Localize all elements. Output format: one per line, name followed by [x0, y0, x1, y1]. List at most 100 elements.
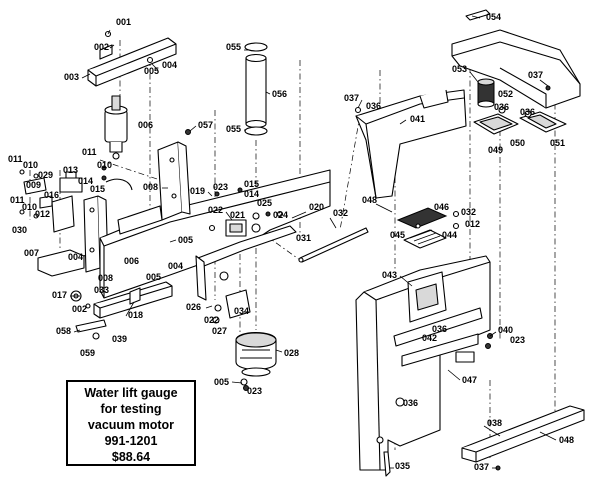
part-label-008: 008 [143, 182, 158, 192]
float-switch-assembly [19, 165, 133, 233]
part-label-054: 054 [486, 12, 501, 22]
part-label-050: 050 [510, 138, 525, 148]
note-line: 991-1201 [104, 434, 158, 448]
part-label-005: 005 [214, 377, 229, 387]
part-label-021: 021 [230, 210, 245, 220]
part-label-046: 046 [434, 202, 449, 212]
part-label-007: 007 [24, 248, 39, 258]
part-label-015: 015 [90, 184, 105, 194]
base-plate-038 [461, 405, 585, 471]
part-label-004: 004 [168, 261, 183, 271]
part-label-024: 024 [273, 210, 288, 220]
note-line: vacuum motor [87, 418, 175, 432]
part-label-029: 029 [38, 170, 53, 180]
filter-screen-046 [396, 207, 460, 249]
part-label-027: 027 [212, 326, 227, 336]
note-line: for testing [100, 402, 162, 416]
rod-031 [298, 227, 369, 263]
part-label-052: 052 [498, 89, 513, 99]
part-label-057: 057 [198, 120, 213, 130]
part-label-003: 003 [64, 72, 79, 82]
note-line: $88.64 [111, 450, 151, 464]
part-label-038: 038 [487, 418, 502, 428]
main-housing-047 [355, 255, 493, 471]
part-label-008: 008 [98, 273, 113, 283]
part-label-005: 005 [144, 66, 159, 76]
part-label-030: 030 [12, 225, 27, 235]
water-lift-gauge-note: Water lift gauge for testing vacuum moto… [66, 380, 196, 466]
part-label-022: 022 [204, 315, 219, 325]
part-label-004: 004 [68, 252, 83, 262]
part-label-022: 022 [208, 205, 223, 215]
part-label-047: 047 [462, 375, 477, 385]
part-label-049: 049 [488, 145, 503, 155]
part-label-014: 014 [78, 176, 93, 186]
part-label-048: 048 [559, 435, 574, 445]
part-label-023: 023 [510, 335, 525, 345]
part-label-037: 037 [474, 462, 489, 472]
motor-cap-052 [477, 78, 495, 108]
part-label-056: 056 [272, 89, 287, 99]
part-label-023: 023 [247, 386, 262, 396]
part-label-010: 010 [97, 160, 112, 170]
part-label-048: 048 [362, 195, 377, 205]
part-label-010: 010 [23, 160, 38, 170]
part-label-010: 010 [22, 202, 37, 212]
part-label-017: 017 [52, 290, 67, 300]
part-label-011: 011 [82, 147, 97, 157]
part-label-036: 036 [494, 102, 509, 112]
part-label-036: 036 [366, 101, 381, 111]
part-label-013: 013 [63, 165, 78, 175]
vacuum-motor-028 [212, 289, 277, 391]
part-label-025: 025 [257, 198, 272, 208]
part-label-040: 040 [498, 325, 513, 335]
part-label-016: 016 [44, 190, 59, 200]
main-frame-019 [99, 141, 331, 301]
part-label-041: 041 [410, 114, 425, 124]
part-label-031: 031 [296, 233, 311, 243]
part-label-018: 018 [128, 310, 143, 320]
part-label-015: 015 [244, 179, 259, 189]
part-label-002: 002 [94, 42, 109, 52]
top-lid-053 [451, 9, 581, 109]
note-line: Water lift gauge [84, 386, 178, 400]
part-label-043: 043 [382, 270, 397, 280]
part-label-014: 014 [244, 189, 259, 199]
latch-035 [383, 451, 391, 477]
part-label-005: 005 [146, 272, 161, 282]
part-label-011: 011 [8, 154, 23, 164]
part-label-012: 012 [465, 219, 480, 229]
part-label-058: 058 [56, 326, 71, 336]
part-label-004: 004 [162, 60, 177, 70]
part-label-044: 044 [442, 230, 457, 240]
part-label-042: 042 [422, 333, 437, 343]
part-label-037: 037 [344, 93, 359, 103]
relay-bracket-021 [214, 187, 271, 237]
part-label-006: 006 [124, 256, 139, 266]
part-label-033: 033 [94, 285, 109, 295]
back-panel-041 [354, 89, 467, 199]
part-label-002: 002 [72, 304, 87, 314]
part-label-036: 036 [403, 398, 418, 408]
part-label-035: 035 [395, 461, 410, 471]
part-label-037: 037 [528, 70, 543, 80]
top-bracket-003 [87, 30, 177, 87]
part-label-023: 023 [213, 182, 228, 192]
part-label-005: 005 [178, 235, 193, 245]
leader-lines [70, 15, 557, 469]
hose-056 [185, 42, 268, 136]
lower-rail-018 [70, 281, 173, 340]
part-label-051: 051 [550, 138, 565, 148]
part-label-036: 036 [520, 107, 535, 117]
part-label-028: 028 [284, 348, 299, 358]
part-label-006: 006 [138, 120, 153, 130]
part-label-034: 034 [234, 306, 249, 316]
part-label-039: 039 [112, 334, 127, 344]
part-label-053: 053 [452, 64, 467, 74]
part-label-009: 009 [26, 180, 41, 190]
filter-tray-049 [473, 106, 567, 135]
part-label-011: 011 [10, 195, 25, 205]
part-label-045: 045 [390, 230, 405, 240]
